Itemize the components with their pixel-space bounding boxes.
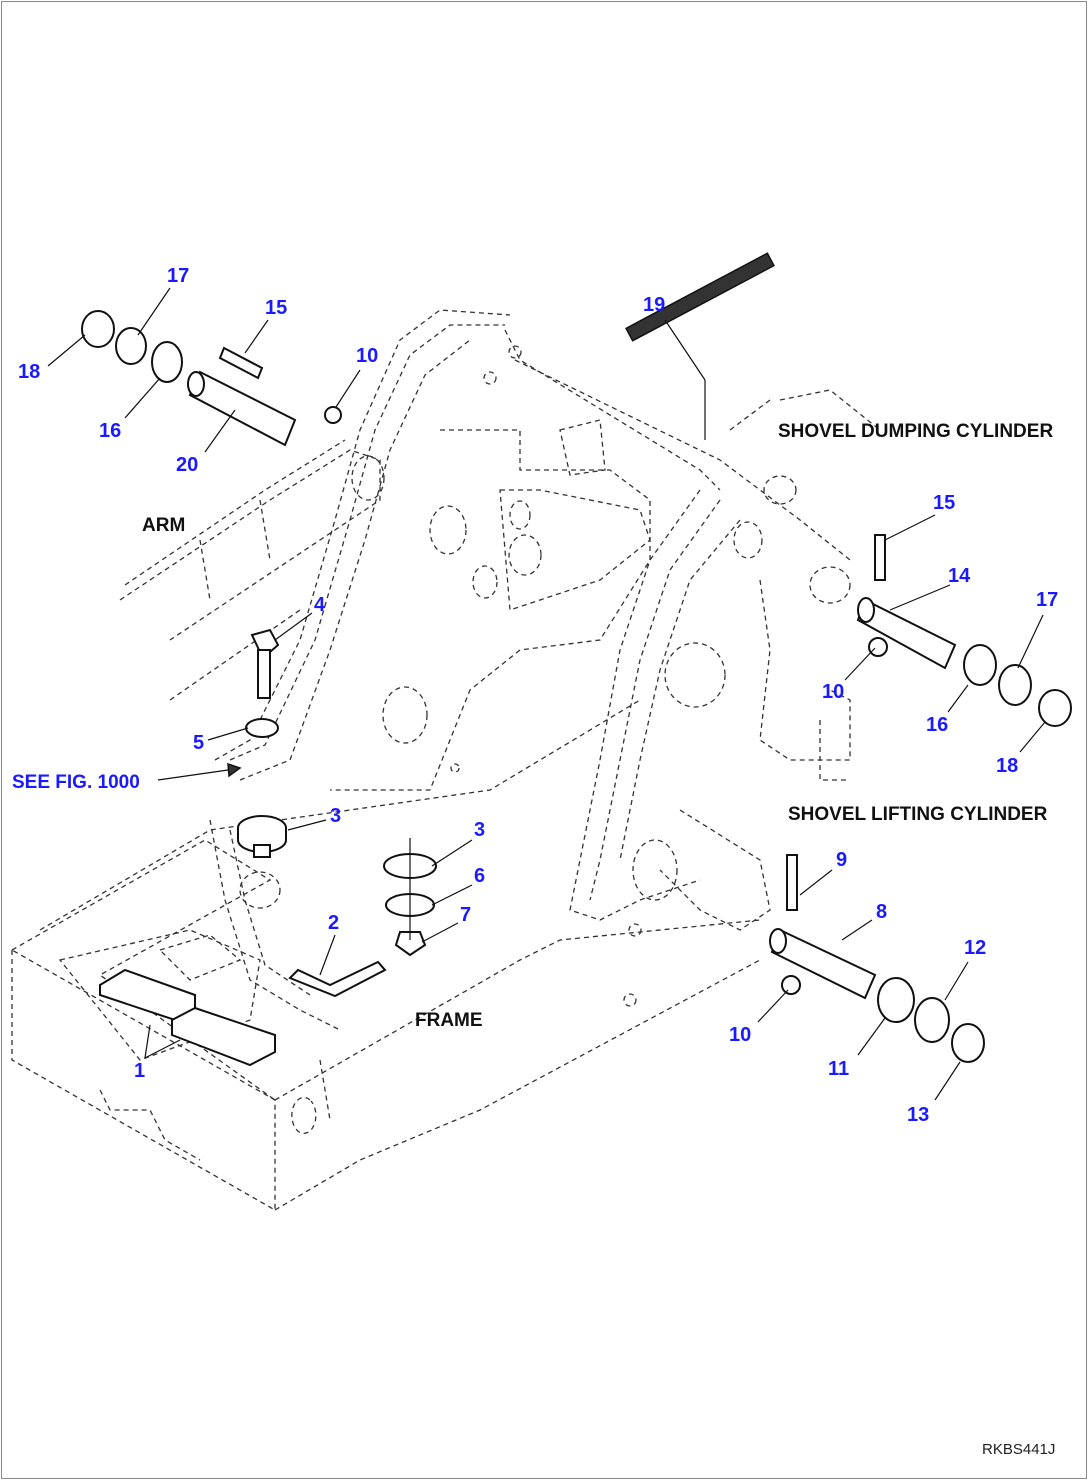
callout-6: 6 xyxy=(474,865,485,887)
frame-structure xyxy=(11,309,881,1212)
callout-7: 7 xyxy=(460,904,471,926)
part-dumping-pin xyxy=(625,252,1072,727)
callout-9: 9 xyxy=(836,849,847,871)
callout-16: 16 xyxy=(926,714,948,736)
callout-3: 3 xyxy=(474,819,485,841)
arm-label: ARM xyxy=(142,515,185,536)
callout-18: 18 xyxy=(18,361,40,383)
callout-15: 15 xyxy=(265,297,287,319)
callout-16: 16 xyxy=(99,420,121,442)
leader-lines xyxy=(47,287,1046,1101)
callout-1: 1 xyxy=(134,1060,145,1082)
callout-3: 3 xyxy=(330,805,341,827)
callout-8: 8 xyxy=(876,901,887,923)
dumping-cylinder-label: SHOVEL DUMPING CYLINDER xyxy=(778,421,1053,442)
callouts: 18 17 15 10 16 20 19 15 14 17 10 16 18 4… xyxy=(18,265,1058,1126)
callout-13: 13 xyxy=(907,1104,929,1126)
callout-4: 4 xyxy=(314,594,326,616)
lifting-cylinder-label: SHOVEL LIFTING CYLINDER xyxy=(788,804,1048,825)
part-mounts-3 xyxy=(237,815,437,957)
callout-10: 10 xyxy=(729,1024,751,1046)
callout-10: 10 xyxy=(822,681,844,703)
callout-19: 19 xyxy=(643,294,665,316)
callout-12: 12 xyxy=(964,937,986,959)
callout-2: 2 xyxy=(328,912,339,934)
callout-17: 17 xyxy=(1036,589,1058,611)
part-bolt-4 xyxy=(245,628,280,738)
callout-20: 20 xyxy=(176,454,198,476)
callout-17: 17 xyxy=(167,265,189,287)
callout-11: 11 xyxy=(828,1058,849,1080)
part-arm-pin xyxy=(81,310,342,447)
part-rubber-pads xyxy=(99,968,276,1067)
callout-15: 15 xyxy=(933,492,955,514)
frame-label: FRAME xyxy=(415,1010,483,1031)
callout-10: 10 xyxy=(356,345,378,367)
part-lifting-pin xyxy=(769,854,985,1063)
callout-14: 14 xyxy=(948,565,971,587)
callout-18: 18 xyxy=(996,755,1018,777)
see-fig-reference: SEE FIG. 1000 xyxy=(12,772,140,793)
drawing-code: RKBS441J xyxy=(982,1441,1055,1458)
part-pin-2 xyxy=(288,960,387,998)
callout-5: 5 xyxy=(193,732,204,754)
